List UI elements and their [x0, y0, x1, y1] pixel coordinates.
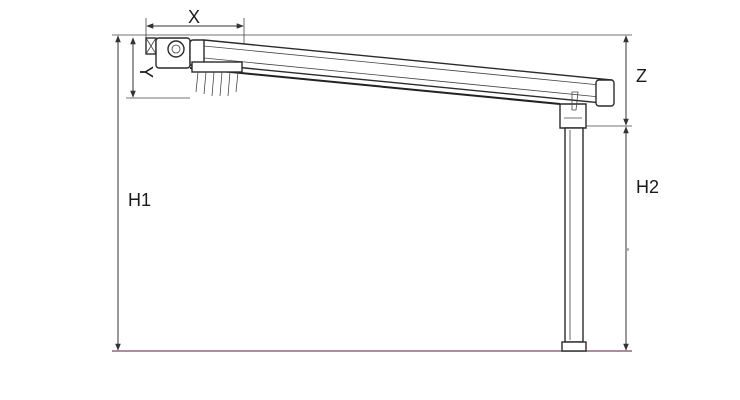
h2-dimension: H2 [623, 126, 659, 351]
y-dimension: Y [126, 37, 190, 99]
roller-tube [167, 40, 185, 58]
front-post [559, 91, 587, 352]
h1-dimension: H1 [115, 35, 151, 351]
y-label: Y [136, 66, 156, 78]
x-label: X [188, 7, 200, 27]
h2-label: H2 [636, 177, 659, 197]
light-fixture [191, 61, 243, 97]
z-label: Z [636, 66, 647, 86]
h1-label: H1 [128, 190, 151, 210]
awning-arm [189, 39, 615, 107]
